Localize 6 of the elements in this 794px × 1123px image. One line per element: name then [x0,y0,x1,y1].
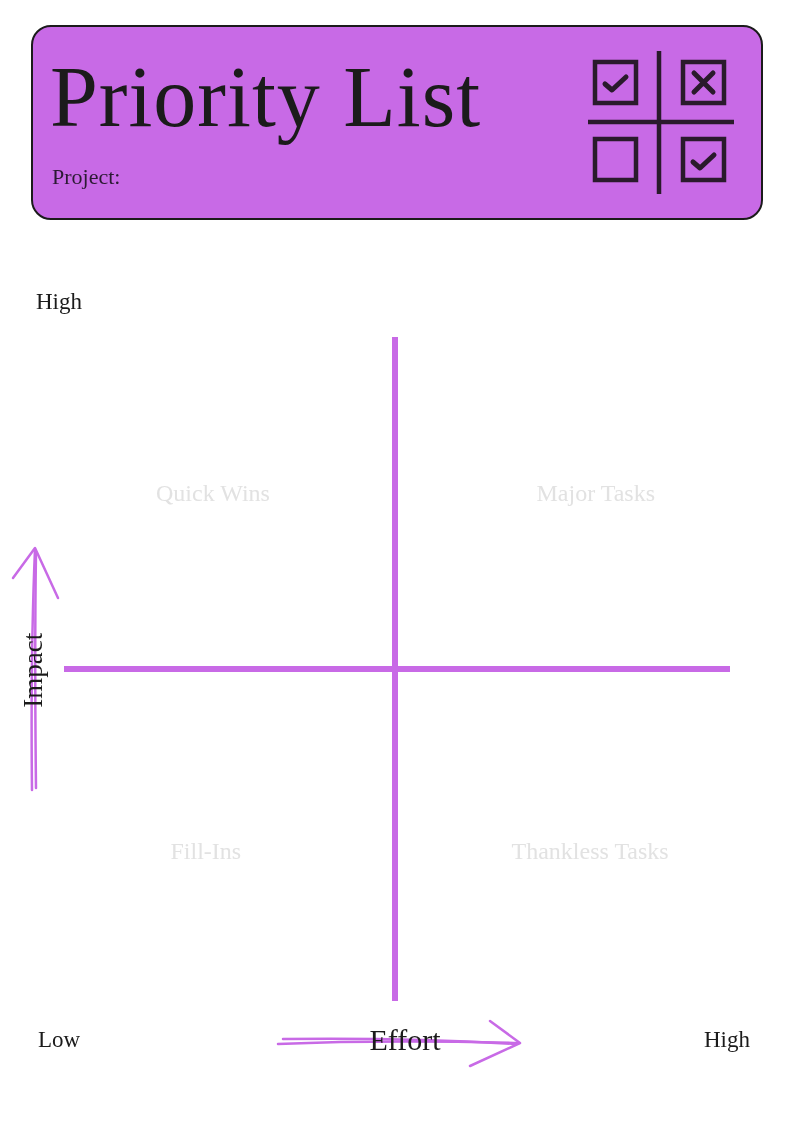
axis-label: Low [38,1026,81,1054]
axis-title: Impact [16,632,49,708]
title: Priority List [50,48,482,147]
axis-label: High [704,1026,750,1054]
field-label: Project: [52,164,121,191]
axis-label: High [36,288,82,316]
